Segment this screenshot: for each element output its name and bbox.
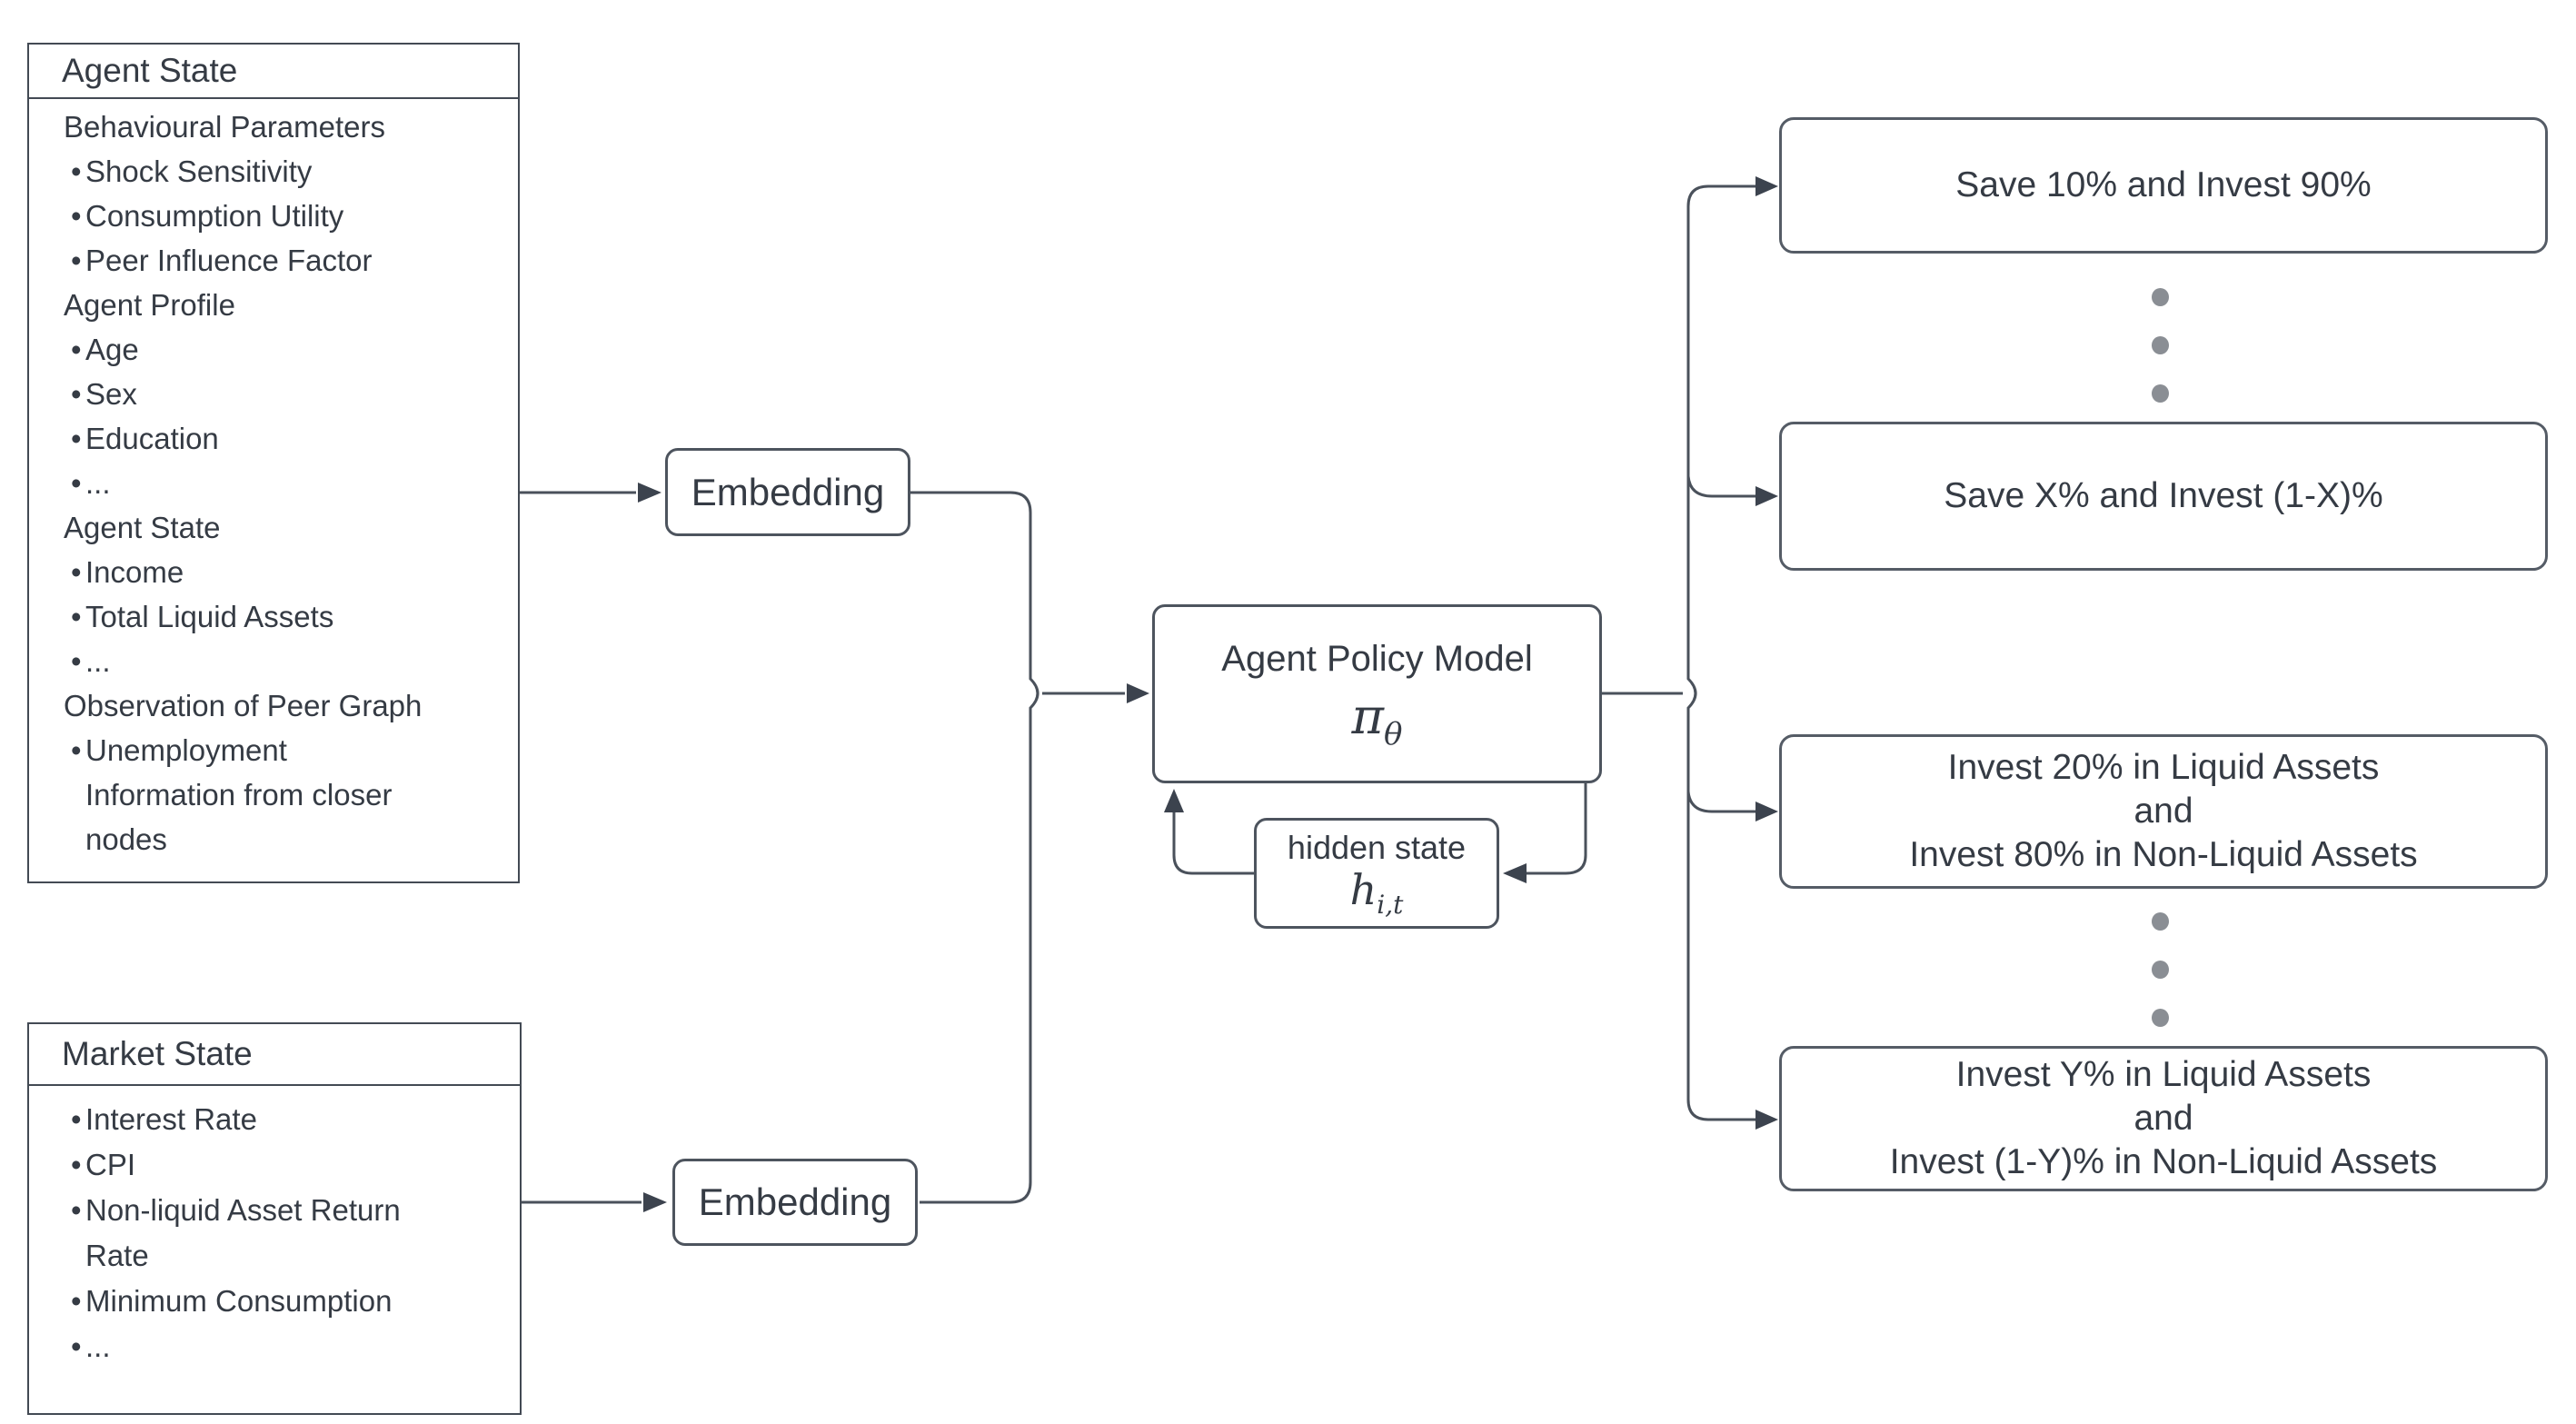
embedding-top-label: Embedding	[691, 470, 885, 513]
agent-state-title: Agent State	[29, 45, 518, 99]
embedding-bottom-label: Embedding	[698, 1180, 892, 1223]
list-item: •Consumption Utility	[71, 199, 344, 233]
edge-branch-2	[1686, 475, 1755, 498]
list-item: •Peer Influence Factor	[71, 244, 373, 277]
list-item: Information from closer	[85, 778, 393, 812]
action-line: Invest 80% in Non-Liquid Assets	[1909, 835, 2418, 874]
arrowhead	[1755, 486, 1778, 506]
list-item: •Total Liquid Assets	[71, 600, 334, 633]
edge-branch-3	[1686, 791, 1755, 813]
embedding-top-box: Embedding	[665, 448, 910, 536]
action-line: and	[2133, 1099, 2193, 1138]
ellipsis-dot	[2152, 336, 2169, 354]
hidden-state-symbol: hi,t	[1349, 864, 1404, 921]
arrowhead	[1164, 789, 1184, 812]
list-item: Observation of Peer Graph	[64, 689, 423, 722]
list-item: •Shock Sensitivity	[71, 154, 313, 188]
arrowhead	[1755, 176, 1778, 196]
list-item: •Income	[71, 555, 184, 589]
action-line: and	[2133, 792, 2193, 831]
edge-branch-trunk	[1686, 184, 1768, 1121]
agent-state-list: Behavioural Parameters •Shock Sensitivity…	[29, 99, 518, 861]
list-item: Behavioural Parameters	[64, 110, 386, 144]
market-state-title: Market State	[29, 1024, 520, 1086]
list-item: •CPI	[71, 1148, 136, 1181]
market-state-box: Market State •Interest Rate •CPI •Non-liqu…	[27, 1022, 522, 1415]
list-item: •Unemployment	[71, 733, 287, 767]
edge-embeddings-merge	[910, 491, 1039, 1204]
agent-state-box: Agent State Behavioural Parameters •Shock…	[27, 43, 520, 883]
hidden-state-box: hidden state hi,t	[1254, 818, 1499, 929]
ellipsis-dot	[2152, 288, 2169, 306]
action-box-save-invest-x: Save X% and Invest (1-X)%	[1779, 422, 2548, 571]
market-state-list: •Interest Rate •CPI •Non-liquid Asset Retu…	[29, 1086, 520, 1369]
ellipsis-dot	[2152, 961, 2169, 979]
ellipsis-dot	[2152, 912, 2169, 931]
action-line: Invest (1-Y)% in Non-Liquid Assets	[1889, 1142, 2438, 1181]
embedding-bottom-box: Embedding	[672, 1159, 918, 1246]
list-item: nodes	[85, 822, 167, 856]
list-item: •...	[71, 1329, 111, 1363]
list-item: •Education	[71, 422, 219, 455]
action-line: Save 10% and Invest 90%	[1955, 165, 2372, 204]
policy-symbol: πθ	[1351, 687, 1403, 752]
list-item: •...	[71, 644, 111, 678]
arrowhead	[1503, 863, 1527, 883]
list-item: •Non-liquid Asset Return	[71, 1193, 401, 1227]
action-box-save-invest: Save 10% and Invest 90%	[1779, 117, 2548, 254]
ellipsis-dot	[2152, 1009, 2169, 1027]
agent-policy-model-box: Agent Policy Model πθ	[1152, 604, 1602, 783]
list-item: •Minimum Consumption	[71, 1284, 393, 1318]
action-line: Invest 20% in Liquid Assets	[1947, 748, 2380, 787]
action-line: Save X% and Invest (1-X)%	[1944, 476, 2383, 515]
edge-policy-hiddenstate	[1527, 783, 1587, 875]
ellipsis-dot	[2152, 384, 2169, 403]
agent-policy-model-title: Agent Policy Model	[1221, 638, 1533, 679]
list-item: Rate	[85, 1239, 149, 1272]
arrowhead	[643, 1192, 667, 1212]
list-item: •...	[71, 466, 111, 500]
list-item: Agent Profile	[64, 288, 235, 322]
hidden-state-label: hidden state	[1287, 828, 1467, 866]
list-item: •Age	[71, 333, 139, 366]
arrowhead	[638, 483, 661, 503]
edge-hiddenstate-policy	[1172, 811, 1254, 875]
action-line: Invest Y% in Liquid Assets	[1955, 1055, 2372, 1094]
list-item: Agent State	[64, 511, 221, 544]
list-item: •Sex	[71, 377, 137, 411]
arrowhead	[1127, 683, 1149, 703]
list-item: •Interest Rate	[71, 1102, 257, 1136]
arrowhead	[1755, 802, 1778, 822]
arrowhead	[1755, 1110, 1778, 1130]
